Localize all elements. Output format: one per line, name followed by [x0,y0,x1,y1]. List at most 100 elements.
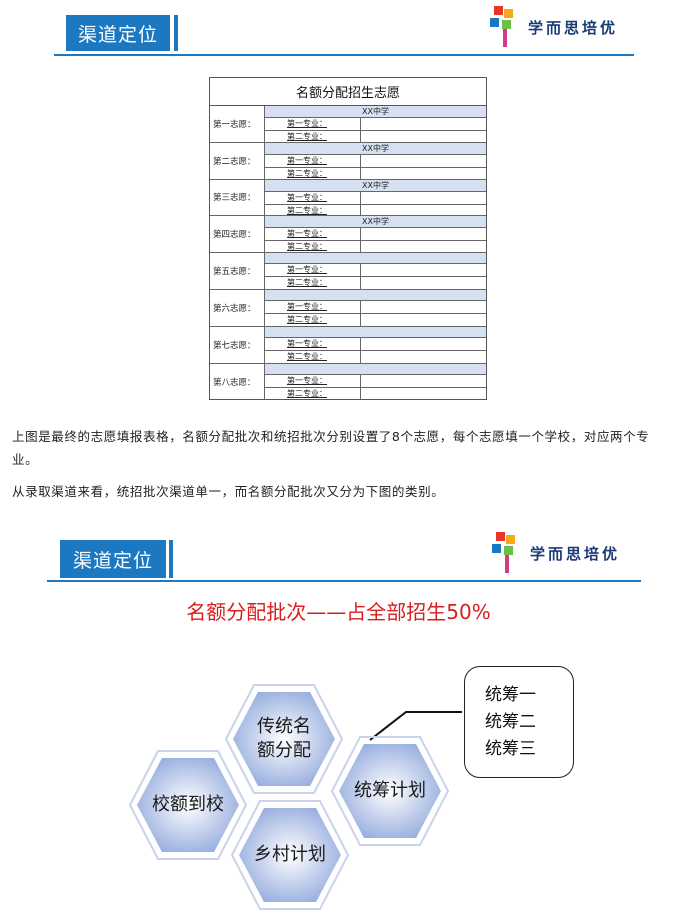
major-row: 第二专业： [265,167,486,180]
hex-traditional-quota: 传统名 额分配 [224,683,344,795]
major-row: 第二专业： [265,388,486,401]
choice-label: 第五志愿： [210,253,265,289]
choice-body: XX中学第一专业：第二专业： [265,142,486,180]
brand-name: 学而思培优 [530,544,621,563]
slide2-tag-stripe [169,540,173,578]
slide1-header: 渠道定位 学而思培优 [0,0,677,60]
volunteer-form-table: 名额分配招生志愿 第一志愿：XX中学第一专业：第二专业：第二志愿：XX中学第一专… [209,77,487,401]
major-value-cell [361,155,486,167]
hexagon-shape [224,684,344,794]
slide1-brand: 学而思培优 [490,6,618,48]
major-value-cell [361,338,486,350]
school-cell [265,253,486,264]
choice-label: 第一志愿： [210,106,265,142]
major-value-cell [361,314,486,326]
major-row: 第二专业： [265,276,486,289]
school-cell [265,326,486,338]
major-value-cell [361,228,486,240]
paragraph-2: 从录取渠道来看，统招批次渠道单一，而名额分配批次又分为下图的类别。 [12,484,445,499]
hex-rural-plan: 乡村计划 [230,799,350,911]
major-value-cell [361,351,486,363]
major-label: 第二专业： [265,388,361,401]
hexagon-shape [330,736,450,846]
callout-item: 统筹二 [485,711,536,732]
major-value-cell [361,388,486,400]
major-value-cell [361,301,486,313]
slide2-tag: 渠道定位 [60,540,166,578]
form-title: 名额分配招生志愿 [210,78,486,106]
major-label: 第二专业： [265,350,361,363]
callout-item: 统筹一 [485,684,536,705]
major-row: 第二专业： [265,313,486,326]
choice-body: 第一专业：第二专业： [265,289,486,326]
major-value-cell [361,118,486,130]
major-row: 第一专业： [265,337,486,351]
choice-label: 第二志愿： [210,142,265,179]
choice-label: 第三志愿： [210,179,265,216]
slide1-tag-stripe [174,15,178,51]
major-row: 第一专业： [265,300,486,314]
choice-body: 第一专业：第二专业： [265,326,486,363]
slide1-tag: 渠道定位 [66,15,170,51]
school-cell: XX中学 [265,179,486,192]
major-row: 第一专业： [265,228,486,242]
slide2-brand: 学而思培优 [492,532,620,574]
major-row: 第二专业： [265,241,486,254]
major-value-cell [361,205,486,217]
major-label: 第二专业： [265,241,361,254]
school-cell [265,289,486,301]
choice-label: 第四志愿： [210,216,265,253]
hex-label-rural-plan: 乡村计划 [254,844,326,865]
choice-body: 第一专业：第二专业： [265,363,486,401]
choice-row: 第八志愿：第一专业：第二专业： [210,363,486,401]
major-value-cell [361,277,486,289]
hexagon-shape [128,750,248,860]
major-row: 第二专业： [265,131,486,143]
brand-logo-icon [490,6,520,48]
major-row: 第一专业： [265,118,486,131]
major-row: 第二专业： [265,350,486,363]
choice-row: 第四志愿：XX中学第一专业：第二专业： [210,216,486,254]
major-label: 第二专业： [265,276,361,289]
major-label: 第一专业： [265,300,361,313]
hex-school-quota: 校额到校 [128,749,248,861]
choice-row: 第二志愿：XX中学第一专业：第二专业： [210,142,486,180]
slide1-header-rule [54,54,634,56]
school-cell: XX中学 [265,142,486,155]
brand-logo-icon [492,532,522,574]
major-label: 第一专业： [265,191,361,204]
major-label: 第二专业： [265,313,361,326]
hex-label-traditional: 传统名 额分配 [257,716,311,761]
choice-row: 第七志愿：第一专业：第二专业： [210,326,486,364]
major-label: 第一专业： [265,154,361,167]
choice-body: 第一专业：第二专业： [265,253,486,289]
brand-name: 学而思培优 [528,18,619,37]
major-value-cell [361,375,486,387]
choice-row: 第三志愿：XX中学第一专业：第二专业： [210,179,486,217]
choice-label: 第六志愿： [210,289,265,326]
slide2-header-rule [47,580,641,582]
major-label: 第一专业： [265,337,361,350]
slide2-header: 渠道定位 学而思培优 [0,530,677,590]
major-label: 第二专业： [265,131,361,143]
school-cell: XX中学 [265,106,486,118]
major-value-cell [361,168,486,180]
choice-row: 第一志愿：XX中学第一专业：第二专业： [210,106,486,143]
major-row: 第一专业： [265,191,486,205]
major-row: 第一专业： [265,154,486,168]
major-value-cell [361,192,486,204]
major-label: 第二专业： [265,204,361,217]
overall-plan-callout: 统筹一 统筹二 统筹三 [464,666,574,778]
choice-body: XX中学第一专业：第二专业： [265,106,486,143]
hex-label-overall-plan: 统筹计划 [354,780,426,801]
choice-row: 第五志愿：第一专业：第二专业： [210,253,486,290]
hex-overall-plan: 统筹计划 [330,735,450,847]
major-value-cell [361,241,486,253]
callout-item: 统筹三 [485,738,536,759]
paragraph-1: 上图是最终的志愿填报表格，名额分配批次和统招批次分别设置了8个志愿，每个志愿填一… [12,429,650,467]
major-label: 第一专业： [265,228,361,241]
major-row: 第二专业： [265,204,486,217]
major-row: 第一专业： [265,375,486,389]
school-cell [265,363,486,376]
choice-label: 第七志愿： [210,326,265,363]
